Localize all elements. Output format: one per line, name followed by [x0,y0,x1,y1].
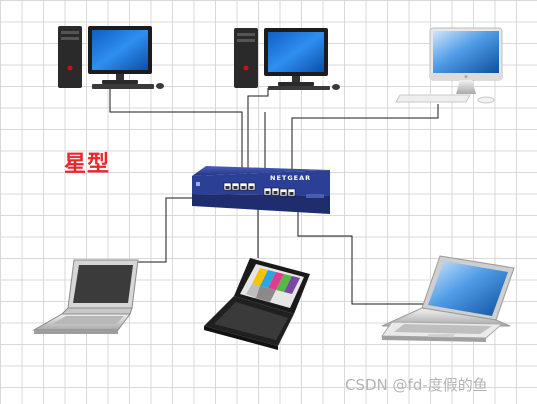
imac-icon [395,27,503,104]
cable-macbook [297,200,426,305]
cable-pc1 [109,88,243,184]
network-switch-icon: NETGEAR [192,166,330,214]
laptop-icon [204,258,310,350]
desktop-pc-icon [234,28,340,90]
desktop-pc-icon [58,26,164,89]
cable-imac [291,104,439,188]
color-bars [246,268,300,302]
switch-brand-label: NETGEAR [270,174,311,182]
topology-label: 星型 [64,152,111,177]
laptop-icon [32,259,139,334]
macbook-icon [381,255,515,342]
watermark: CSDN @fd-度假的鱼 [345,376,488,394]
cable-pc2 [247,88,269,184]
